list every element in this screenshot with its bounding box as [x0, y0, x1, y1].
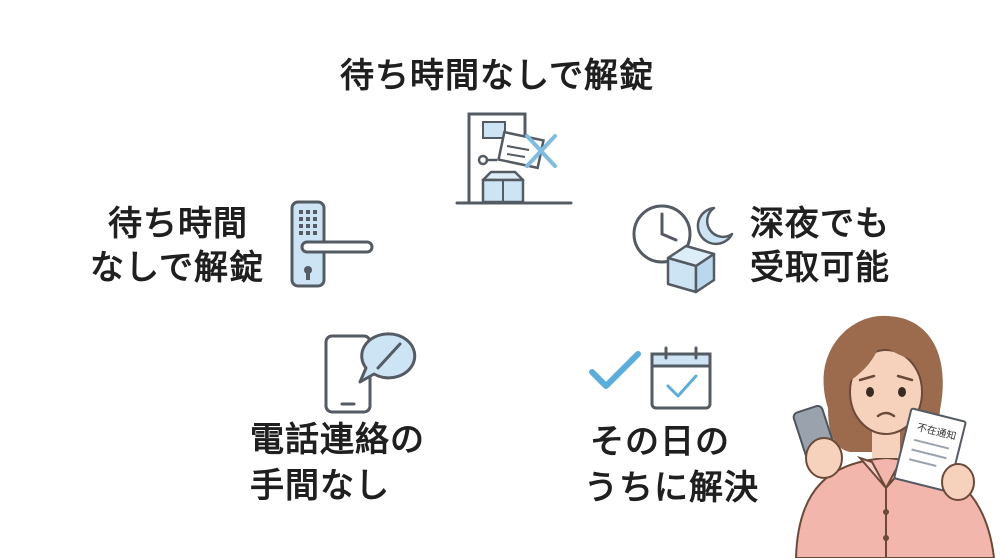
clock-moon-package-icon: [630, 200, 740, 296]
smartphone-chat-icon: [322, 330, 422, 416]
benefit-night-label-1: 深夜でも: [750, 204, 890, 244]
checkmark-calendar-icon: [588, 346, 714, 412]
benefit-unlock-label-2: なしで解錠: [90, 248, 264, 288]
page-title: 待ち時間なしで解錠: [340, 56, 654, 96]
benefit-sameday-label-1: その日の: [590, 422, 730, 462]
benefit-phone-label-1: 電話連絡の: [250, 420, 425, 460]
benefit-phone-label-2: 手間なし: [250, 466, 390, 506]
worried-woman-icon: 不在通知: [790, 312, 1000, 558]
smart-lock-icon: [288, 200, 378, 290]
door-package-notice-icon: [455, 108, 575, 208]
benefit-sameday-label-2: うちに解決: [584, 468, 759, 508]
benefit-night-label-2: 受取可能: [750, 248, 890, 288]
benefit-unlock-label-1: 待ち時間: [108, 204, 248, 244]
